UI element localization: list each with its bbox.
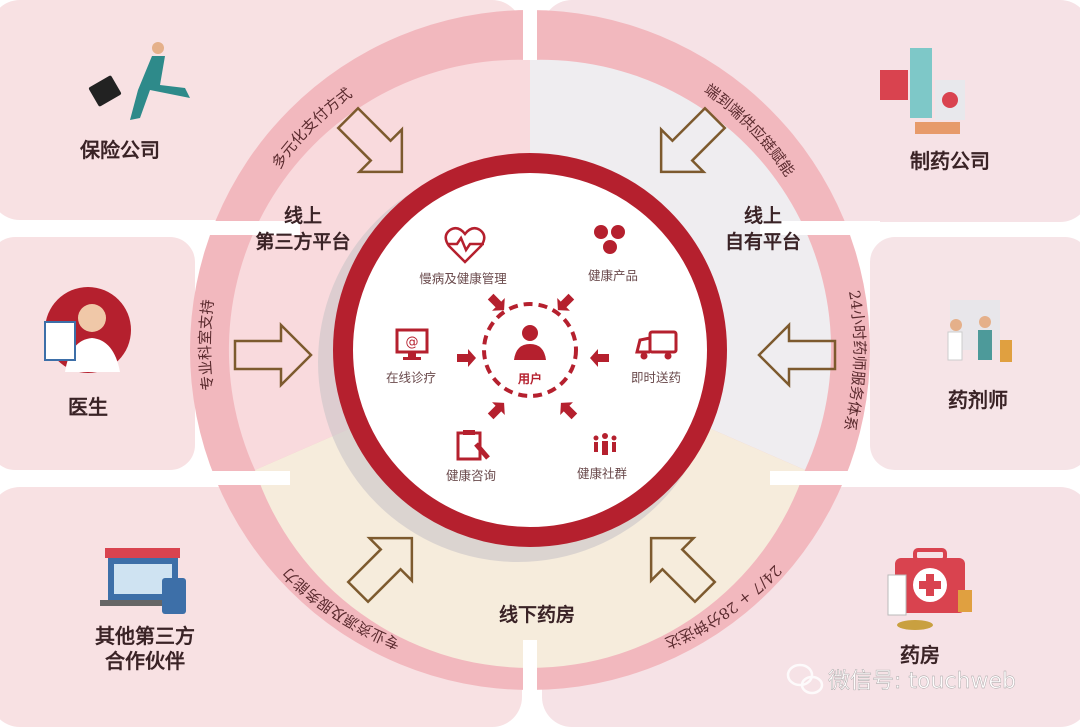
flow-arrows [233,106,837,604]
service-health-community: 健康社群 [577,466,628,481]
clipboard-icon [456,430,490,461]
watermark: 微信号: touchweb [828,669,1016,694]
user-label: 用户 [517,371,542,386]
partner-pharmacist: 药剂师 [948,388,1008,412]
service-online-consultation: 在线诊疗 [386,370,436,385]
pharmacist-icon [947,300,1012,362]
service-health-products: 健康产品 [588,268,638,283]
arrow-icon [336,106,404,174]
arrow-icon [457,349,476,367]
computer-at-icon: @ [395,328,429,360]
arrow-icon [487,293,505,311]
platform-third-party-line1: 线上 [284,204,322,227]
arrow-icon [590,349,609,367]
delivery-truck-icon [635,330,678,360]
arrow-icon [757,321,837,389]
arrow-icon [649,536,717,604]
arrow-icon [560,402,578,420]
partner-other-line2: 合作伙伴 [105,649,185,673]
user-icon [514,325,546,360]
services-circle: 我们提供的产品及服务 用户 @ [333,153,727,547]
online-store-icon [100,548,186,614]
heart-pulse-icon [444,226,486,264]
service-chronic-care: 慢病及健康管理 [419,271,507,286]
service-instant-delivery: 即时送药 [631,370,681,385]
partner-pharmacy: 药房 [900,643,940,667]
service-health-consulting: 健康咨询 [446,468,496,483]
platform-own-line2: 自有平台 [725,230,801,253]
wechat-icon [786,663,824,695]
doctor-avatar-icon [44,287,131,373]
arrow-icon [346,536,414,604]
community-icon [593,433,617,455]
arrow-icon [659,106,727,174]
pills-icon [594,225,625,254]
partner-doctor: 医生 [68,395,108,419]
first-aid-kit-icon [887,548,972,630]
svg-text:@: @ [406,335,419,350]
arrow-icon [557,293,575,311]
partner-pharma: 制药公司 [910,149,990,173]
partner-other-line1: 其他第三方 [95,624,195,648]
inner-arrows [457,293,609,420]
arrow-icon [233,321,313,389]
pharma-factory-icon [880,48,965,134]
arrow-icon [487,402,505,420]
businessman-icon [88,42,190,120]
partner-insurance: 保险公司 [79,138,160,162]
platform-own-line1: 线上 [744,204,782,227]
platform-offline: 线下药房 [499,603,575,626]
platform-third-party-line2: 第三方平台 [255,230,350,253]
